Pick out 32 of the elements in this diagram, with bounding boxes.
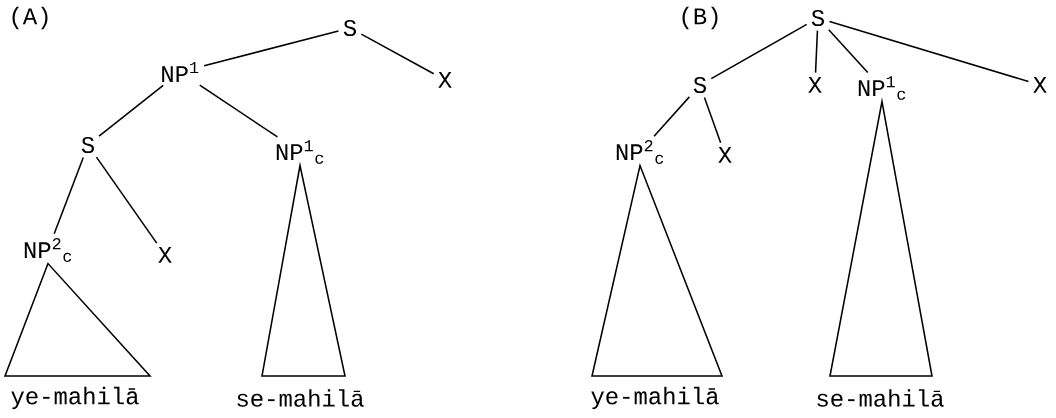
- panel-label: (A): [12, 6, 48, 30]
- tree-node-label: X: [158, 247, 172, 263]
- leaf-text: se-mahilā: [817, 389, 944, 407]
- tree-node-label: S: [693, 76, 706, 94]
- tree-node-label: S: [81, 136, 94, 154]
- tree-branch: [653, 96, 691, 138]
- leaf-text: ye-mahilā: [591, 386, 719, 410]
- tree-node-label: S: [343, 19, 356, 37]
- tree-node-label: X: [718, 147, 732, 163]
- tree-branch: [703, 96, 722, 144]
- tree-node-label: X: [808, 77, 822, 93]
- tree-branch: [98, 84, 164, 137]
- tree-branch: [710, 23, 808, 80]
- tree-branch: [198, 84, 279, 138]
- tree-branch: [360, 33, 435, 75]
- tree-branch: [814, 29, 819, 74]
- tree-branch: [828, 20, 1030, 83]
- leaf-text: se-mahilā: [237, 389, 364, 407]
- tree-node-label: NP$^{1}$: [162, 62, 199, 82]
- tree-node-label: NP$^{2}$c: [24, 238, 72, 262]
- panel-label: (B): [682, 6, 718, 30]
- tree-node-label: NP$^{2}$c: [616, 140, 664, 164]
- tree-node-label: X: [438, 72, 452, 88]
- tree-node-label: S: [811, 9, 824, 27]
- tree-branch: [203, 30, 340, 67]
- tree-node-label: X: [1033, 77, 1047, 93]
- tree-node-label: NP$^{1}$c: [858, 76, 906, 100]
- tree-branch: [53, 156, 85, 235]
- tree-branch: [827, 28, 869, 74]
- tree-branch: [95, 156, 158, 244]
- leaf-text: ye-mahilā: [11, 386, 139, 410]
- tree-node-label: NP$^{1}$c: [276, 140, 324, 164]
